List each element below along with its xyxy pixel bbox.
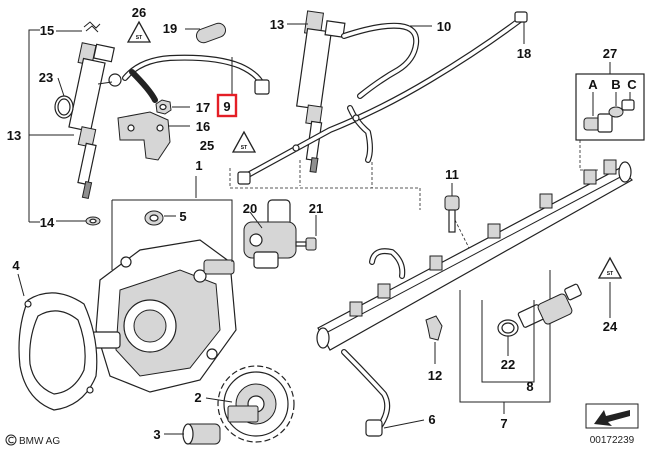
sub-label-b: B — [611, 77, 620, 92]
drive-gear-2 — [217, 365, 295, 443]
injector-left — [68, 42, 122, 200]
warning-triangle-24-text: ST — [607, 271, 613, 277]
leak-pipe-9 — [122, 54, 270, 103]
callout-9-highlight-box — [216, 93, 238, 118]
callout-13-left: 13 — [7, 128, 21, 143]
hose-sleeve-19 — [195, 22, 227, 44]
callout-7: 7 — [500, 416, 507, 431]
control-valve-20 — [243, 199, 297, 269]
callout-2: 2 — [194, 390, 201, 405]
callout-5: 5 — [179, 209, 186, 224]
callout-21: 21 — [309, 201, 323, 216]
clip-15 — [83, 21, 101, 33]
callout-9: 9 — [223, 99, 230, 114]
warning-triangle-26-text: ST — [136, 35, 142, 41]
callout-22: 22 — [501, 357, 515, 372]
callout-26: 26 — [132, 5, 146, 20]
sub-label-a: A — [588, 77, 598, 92]
feed-pipe-6 — [341, 248, 406, 437]
callout-15: 15 — [40, 23, 54, 38]
clip-12 — [425, 315, 443, 341]
callout-20: 20 — [243, 201, 257, 216]
leak-line-18 — [237, 11, 528, 185]
callout-10: 10 — [437, 19, 451, 34]
callout-18: 18 — [517, 46, 531, 61]
bracket-16 — [117, 111, 171, 161]
callout-3: 3 — [153, 427, 160, 442]
callout-1: 1 — [195, 158, 202, 173]
leak-line-10 — [341, 22, 420, 99]
callout-8: 8 — [526, 379, 533, 394]
pressure-valve-27 — [575, 73, 645, 141]
nut-17 — [155, 99, 172, 115]
callout-13-right: 13 — [270, 17, 284, 32]
sleeve-3 — [182, 423, 221, 445]
brand-mark: BMW AG — [5, 434, 60, 447]
warning-triangle-25: ST — [231, 130, 257, 153]
brand-text: BMW AG — [19, 436, 60, 447]
callout-24: 24 — [603, 319, 618, 334]
callout-11: 11 — [445, 167, 459, 182]
warning-triangle-26: ST — [126, 20, 152, 43]
o-ring-23-inner — [57, 98, 71, 116]
copyright-icon — [5, 434, 17, 446]
bolt-21 — [295, 237, 317, 251]
injector-right — [296, 10, 346, 173]
sub-label-c: C — [627, 77, 637, 92]
callout-16: 16 — [196, 119, 210, 134]
callout-25: 25 — [200, 138, 214, 153]
diagram-number: 00172239 — [590, 435, 635, 446]
callout-27: 27 — [603, 46, 617, 61]
gasket-4 — [18, 292, 98, 411]
callout-23: 23 — [39, 70, 53, 85]
warning-triangle-25-text: ST — [241, 145, 247, 151]
callout-6: 6 — [428, 412, 435, 427]
callout-12: 12 — [428, 368, 442, 383]
bracket-line-7 — [459, 270, 551, 403]
callout-4: 4 — [12, 258, 20, 273]
o-ring-5 — [144, 210, 164, 226]
callout-14: 14 — [40, 215, 55, 230]
warning-triangle-24: ST — [597, 256, 623, 279]
callout-19: 19 — [163, 21, 177, 36]
bolt-11 — [444, 195, 460, 233]
callout-17: 17 — [196, 100, 210, 115]
high-pressure-pump — [91, 239, 237, 393]
pressure-sensor-8 — [497, 283, 582, 337]
arrow-symbol-box — [585, 403, 639, 429]
high-pressure-rail — [316, 159, 633, 351]
